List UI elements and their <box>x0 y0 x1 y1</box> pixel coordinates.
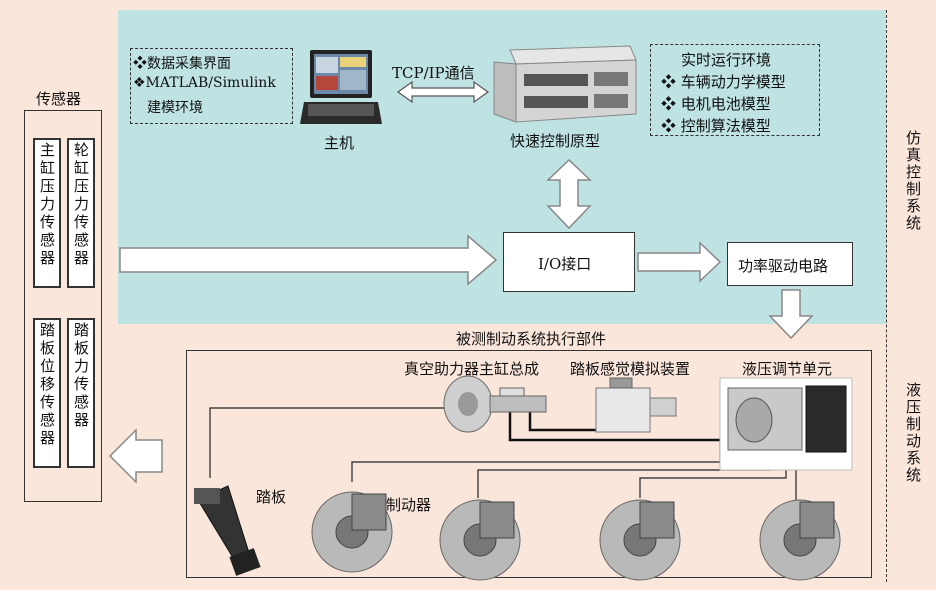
brake-disc-icon-4 <box>759 499 841 581</box>
brake-disc-icon-2 <box>439 499 521 581</box>
io-interface-box: I/O接口 <box>503 232 635 292</box>
hydraulic-line-a <box>508 410 740 442</box>
exec-title: 被测制动系统执行部件 <box>456 330 607 348</box>
rt-env-title: 实时运行环境 <box>681 51 772 69</box>
arrow-rcp-io <box>546 158 592 230</box>
rt-env-item: ❖ 控制算法模型 <box>661 117 771 135</box>
brake-label: 制动器 <box>386 496 432 514</box>
pedal-label: 踏板 <box>256 488 287 506</box>
pedal-simulator-icon <box>595 377 677 433</box>
arrow-exec-to-sensors <box>108 428 163 484</box>
laptop-icon <box>300 48 382 126</box>
booster-icon <box>443 375 547 433</box>
rt-env-item: ❖ 车辆动力学模型 <box>661 73 786 91</box>
hydraulic-brake-label: 液压制动系统 <box>904 382 922 484</box>
pedal-sim-label: 踏板感觉模拟装置 <box>570 360 691 378</box>
pedal-displacement-sensor: 踏板位移传感器 <box>33 318 61 468</box>
section-divider <box>886 10 887 582</box>
hcu-icon <box>719 377 853 471</box>
brake-line-1 <box>351 440 721 482</box>
arrow-sensors-to-io <box>119 234 498 286</box>
power-driver-box: 功率驱动电路 <box>727 242 853 286</box>
host-env-item: 建模环境 <box>147 100 203 116</box>
rt-env-box: 实时运行环境 ❖ 车辆动力学模型 ❖ 电机电池模型 ❖ 控制算法模型 <box>650 44 820 136</box>
io-label: I/O接口 <box>538 255 592 273</box>
arrow-io-to-power <box>637 241 722 283</box>
wheel-cyl-pressure-sensor: 轮缸压力传感器 <box>67 138 95 288</box>
host-env-item: ❖数据采集界面 <box>133 56 231 72</box>
master-cyl-pressure-sensor: 主缸压力传感器 <box>33 138 61 288</box>
arrow-tcpip <box>396 80 490 104</box>
hcu-label: 液压调节单元 <box>742 360 833 378</box>
pedal-force-sensor: 踏板力传感器 <box>67 318 95 468</box>
brake-disc-icon-3 <box>599 499 681 581</box>
arrow-power-to-exec <box>768 289 814 340</box>
pedal-icon <box>194 485 261 576</box>
pedal-link-line <box>209 407 448 478</box>
sensor-group-frame <box>24 110 102 502</box>
brake-disc-icon-1 <box>311 491 393 573</box>
rt-env-item: ❖ 电机电池模型 <box>661 95 771 113</box>
host-env-box: ❖数据采集界面 ❖MATLAB/Simulink 建模环境 <box>130 48 293 124</box>
sim-control-label: 仿真控制系统 <box>904 130 922 232</box>
booster-label: 真空助力器主缸总成 <box>404 360 540 378</box>
exec-frame <box>186 350 872 578</box>
power-driver-label: 功率驱动电路 <box>738 257 829 275</box>
host-env-item: ❖MATLAB/Simulink <box>133 75 276 91</box>
tcpip-label: TCP/IP通信 <box>392 64 475 82</box>
sensors-title: 传感器 <box>36 90 82 108</box>
host-label: 主机 <box>324 134 355 152</box>
rcp-device-icon <box>490 44 638 126</box>
rcp-label: 快速控制原型 <box>510 132 601 150</box>
